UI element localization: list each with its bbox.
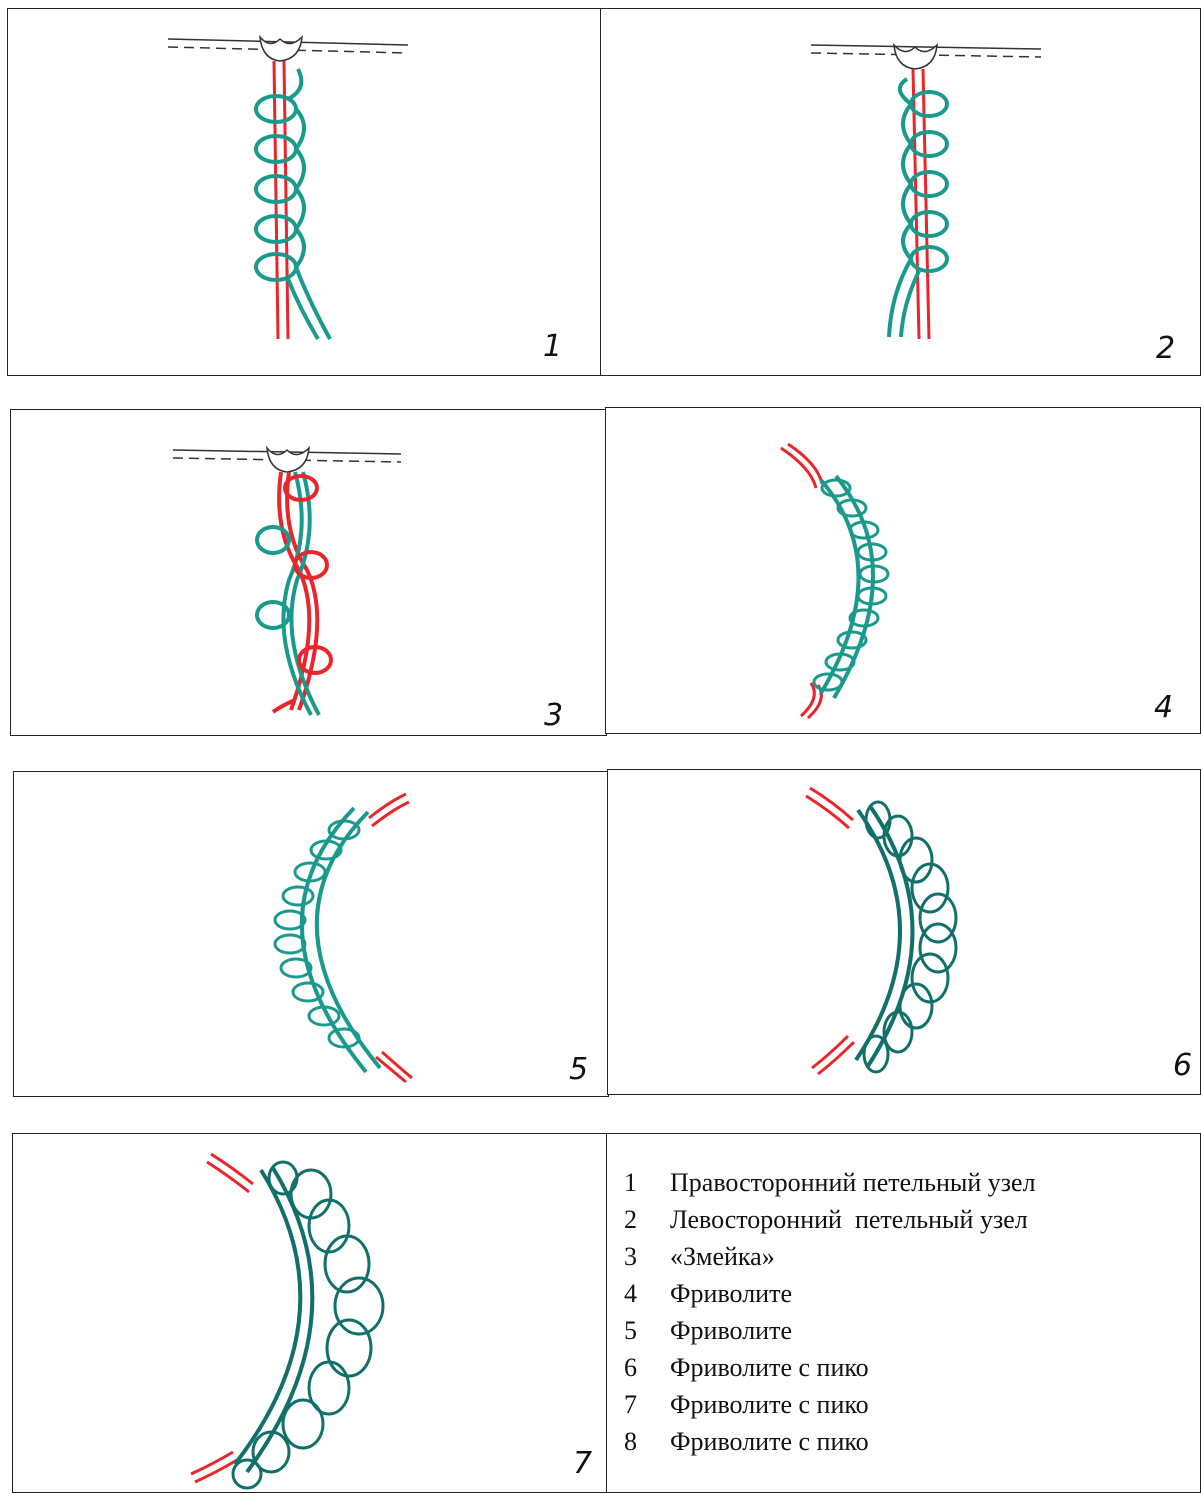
panel-number: 7: [573, 1446, 592, 1481]
right-hitch-knot-illustration: [8, 9, 603, 377]
panel-number: 3: [544, 698, 563, 733]
panel-7: 7: [12, 1133, 608, 1493]
panel-4: 4: [605, 407, 1201, 734]
panel-number: 4: [1154, 690, 1173, 725]
panel-5: 5: [13, 771, 609, 1097]
panel-2: 2: [600, 8, 1201, 376]
panel-number: 5: [569, 1052, 588, 1087]
tatting-illustration-4: [606, 408, 1201, 735]
tatting-illustration-5: [14, 772, 610, 1098]
legend-item: 3«Змейка»: [616, 1242, 1036, 1279]
panel-6: 6: [607, 769, 1201, 1095]
tatting-picot-illustration-6: [608, 770, 1201, 1096]
left-hitch-knot-illustration: [601, 9, 1201, 377]
panel-number: 1: [543, 329, 562, 364]
panel-number: 2: [1156, 331, 1175, 366]
panel-number: 6: [1173, 1048, 1192, 1083]
panel-1: 1: [7, 8, 602, 376]
tatting-picot-illustration-7: [13, 1134, 609, 1494]
snake-knot-illustration: [11, 410, 608, 737]
panel-3: 3: [10, 409, 607, 736]
